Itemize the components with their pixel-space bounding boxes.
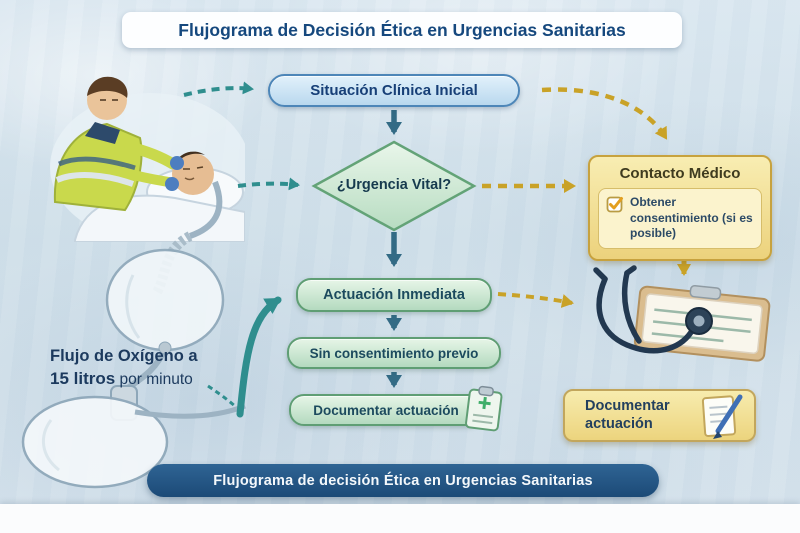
footer-banner: Flujograma de decisión Ética en Urgencia… [147, 464, 659, 497]
arrow-start-to-contact [541, 87, 668, 140]
consent-note-text: Obtener consentimiento (si es posible) [630, 195, 753, 241]
documentar-actuacion-side-box: Documentar actuación [563, 389, 756, 442]
arrow-immediate-to-stethoscope [497, 292, 574, 308]
node-sin-consentimiento-previo: Sin consentimiento previo [287, 337, 501, 369]
consent-note: Obtener consentimiento (si es posible) [598, 188, 762, 249]
node-actuacion-inmediata: Actuación Inmediata [296, 278, 492, 312]
checkbox-check-icon [606, 195, 624, 218]
oxygen-flow-label: Flujo de Oxígeno a 15 litros por minuto [50, 347, 285, 389]
oxygen-label-line1: Flujo de Oxígeno a [50, 347, 198, 365]
document-pen-icon [701, 394, 743, 439]
footer-banner-text: Flujograma de decisión Ética en Urgencia… [213, 472, 593, 489]
oxygen-bag-illustration [21, 180, 246, 489]
paramedic-illustration [50, 76, 245, 242]
contact-medico-title: Contacto Médico [619, 165, 741, 182]
side-doc-text: Documentar actuación [585, 398, 698, 433]
stethoscope-icon [593, 265, 771, 362]
arrow-oxygen-label-dashes [207, 384, 237, 409]
decision-label-text: ¿Urgencia Vital? [336, 177, 452, 193]
oxygen-label-bold: 15 litros [50, 369, 116, 388]
paper-margin [0, 504, 800, 533]
page-title: Flujograma de Decisión Ética en Urgencia… [122, 12, 682, 48]
node-document-label: Documentar actuación [313, 402, 459, 418]
node-noconsent-label: Sin consentimiento previo [309, 345, 479, 361]
node-immediate-label: Actuación Inmediata [323, 287, 465, 303]
oxygen-label-line2: 15 litros por minuto [50, 369, 285, 389]
arrow-patient-to-decision [237, 177, 300, 191]
contact-medico-box: Contacto Médico Obtener consentimiento (… [588, 155, 772, 261]
node-documentar-actuacion: Documentar actuación [289, 394, 483, 426]
page-title-text: Flujograma de Decisión Ética en Urgencia… [178, 19, 626, 40]
side-doc-line1: Documentar [585, 398, 670, 415]
arrow-paramedic-to-start [183, 81, 254, 97]
node-start-label: Situación Clínica Inicial [310, 82, 478, 99]
side-doc-line2: actuación [585, 415, 653, 432]
node-situacion-clinica-inicial: Situación Clínica Inicial [268, 74, 520, 107]
node-urgencia-vital-label: ¿Urgencia Vital? [318, 177, 470, 193]
oxygen-label-rest: por minuto [115, 371, 193, 388]
